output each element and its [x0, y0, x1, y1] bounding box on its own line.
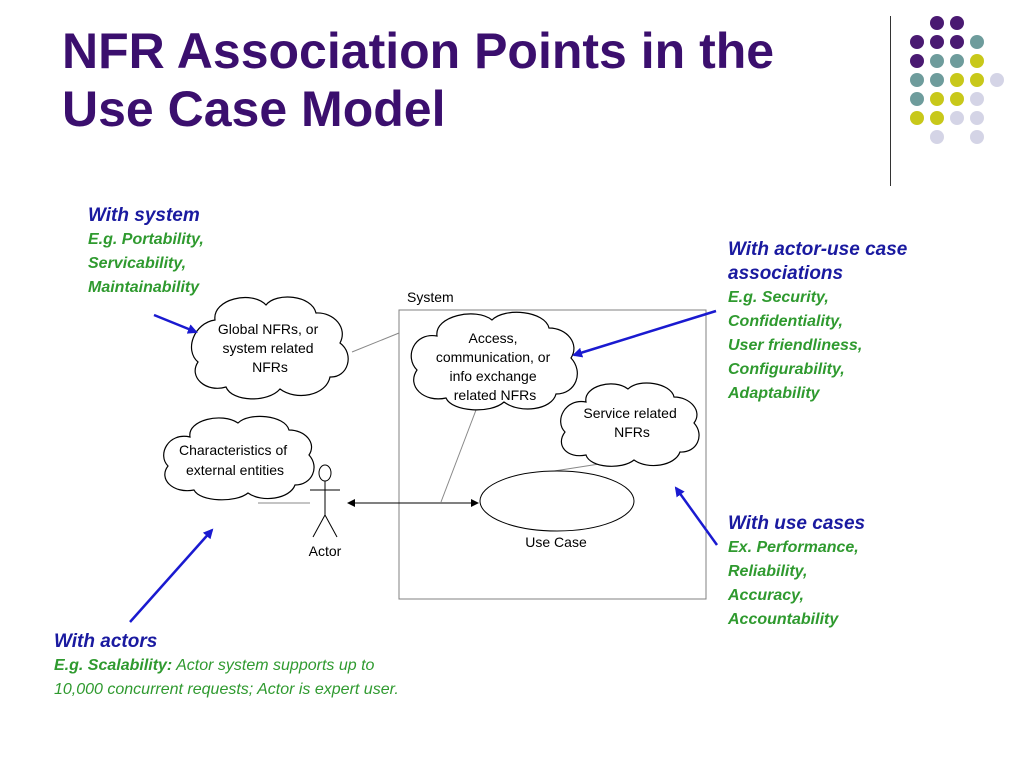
title-line-2: Use Case Model: [62, 81, 446, 137]
use-cases-callout-heading: With use cases: [728, 513, 866, 534]
access-cloud-text: Access, communication, or info exchange …: [436, 330, 554, 403]
actor-head: [318, 464, 332, 482]
actors-callout: With actors E.g. Scalability: Actor syst…: [54, 630, 399, 702]
use-cases-callout-line: Reliability,: [728, 563, 808, 580]
global-cloud-line: system related: [223, 340, 314, 356]
actor-use-case-callout-line: User friendliness,: [728, 337, 863, 354]
actor-figure: [310, 464, 340, 538]
use-case-pointer-arrow: [674, 486, 719, 546]
decorative-dot: [950, 54, 964, 68]
global-cloud-text: Global NFRs, or system related NFRs: [218, 321, 322, 375]
access-nfr-cloud: [410, 311, 578, 411]
actor-pointer-arrow: [129, 528, 214, 623]
use-cases-callout-line: Ex. Performance,: [728, 539, 859, 556]
system-pointer-arrow: [153, 313, 198, 334]
decorative-dot: [970, 111, 984, 125]
decorative-dot: [910, 73, 924, 87]
decorative-dot: [950, 111, 964, 125]
decorative-dot: [930, 16, 944, 30]
access-cloud-connector: [440, 409, 477, 503]
actors-callout-heading: With actors: [54, 631, 158, 652]
decorative-dot: [910, 35, 924, 49]
access-cloud-line: info exchange: [449, 368, 536, 384]
use-cases-callout: With use cases Ex. Performance, Reliabil…: [728, 512, 865, 632]
access-cloud-line: Access,: [469, 330, 518, 346]
actor-use-case-callout: With actor-use case associations E.g. Se…: [728, 238, 907, 406]
actor-label: Actor: [309, 543, 342, 559]
decorative-dot: [930, 111, 944, 125]
actors-callout-example-label: E.g. Scalability:: [54, 657, 173, 674]
access-cloud-line: related NFRs: [454, 387, 536, 403]
system-callout-heading: With system: [88, 205, 200, 226]
decorative-dot: [950, 35, 964, 49]
actor-use-case-callout-line: Configurability,: [728, 361, 845, 378]
system-callout-line: E.g. Portability,: [88, 231, 204, 248]
decorative-dot: [930, 73, 944, 87]
service-nfr-cloud: [560, 382, 700, 467]
decorative-dot: [950, 92, 964, 106]
decorative-dot: [930, 35, 944, 49]
use-case-label: Use Case: [525, 534, 587, 550]
external-cloud-line: external entities: [186, 462, 284, 478]
decorative-dot: [970, 130, 984, 144]
actor-left-leg: [312, 514, 326, 538]
actors-callout-line: 10,000 concurrent requests; Actor is exp…: [54, 678, 399, 702]
title-line-1: NFR Association Points in the: [62, 23, 775, 79]
decorative-dot: [970, 73, 984, 87]
global-cloud-line: Global NFRs, or: [218, 321, 319, 337]
decorative-dot: [930, 54, 944, 68]
decorative-dot: [970, 35, 984, 49]
service-cloud-line: Service related: [583, 405, 676, 421]
system-label: System: [407, 289, 454, 305]
use-case-ellipse: [479, 470, 635, 532]
service-cloud-text: Service related NFRs: [583, 405, 680, 440]
external-entity-cloud: [163, 415, 315, 501]
system-boundary: [398, 309, 707, 600]
decorative-dot: [930, 92, 944, 106]
decorative-dot: [910, 54, 924, 68]
global-nfr-cloud: [190, 296, 349, 400]
title-divider: [890, 16, 891, 186]
actor-use-case-callout-heading: associations: [728, 263, 844, 284]
system-callout: With system E.g. Portability, Servicabil…: [88, 204, 204, 300]
system-callout-line: Servicability,: [88, 255, 187, 272]
use-cases-callout-line: Accountability: [728, 611, 839, 628]
actors-callout-example-text: Actor system supports up to: [172, 657, 375, 674]
external-cloud-text: Characteristics of external entities: [179, 442, 291, 478]
actor-use-case-callout-heading: With actor-use case: [728, 239, 908, 260]
actor-use-case-callout-line: Adaptability: [728, 385, 820, 402]
external-cloud-line: Characteristics of: [179, 442, 287, 458]
actor-right-leg: [324, 514, 338, 538]
actors-callout-line: E.g. Scalability: Actor system supports …: [54, 654, 399, 678]
decorative-dot: [930, 130, 944, 144]
decorative-dot: [950, 16, 964, 30]
decorative-dot: [910, 92, 924, 106]
actors-callout-example-text: 10,000 concurrent requests; Actor is exp…: [54, 681, 399, 698]
service-cloud-line: NFRs: [614, 424, 650, 440]
global-cloud-line: NFRs: [252, 359, 288, 375]
global-cloud-connector: [351, 332, 400, 353]
decorative-dot: [950, 73, 964, 87]
page-title: NFR Association Points in the Use Case M…: [62, 22, 774, 138]
decorative-dot: [970, 54, 984, 68]
actor-use-case-pointer-arrow: [572, 309, 717, 358]
decorative-dot: [970, 92, 984, 106]
system-callout-line: Maintainability: [88, 279, 200, 296]
actor-use-case-callout-line: Confidentiality,: [728, 313, 843, 330]
decorative-dot: [910, 111, 924, 125]
actor-use-case-callout-line: E.g. Security,: [728, 289, 829, 306]
use-cases-callout-line: Accuracy,: [728, 587, 804, 604]
decorative-dot: [990, 73, 1004, 87]
access-cloud-line: communication, or: [436, 349, 551, 365]
